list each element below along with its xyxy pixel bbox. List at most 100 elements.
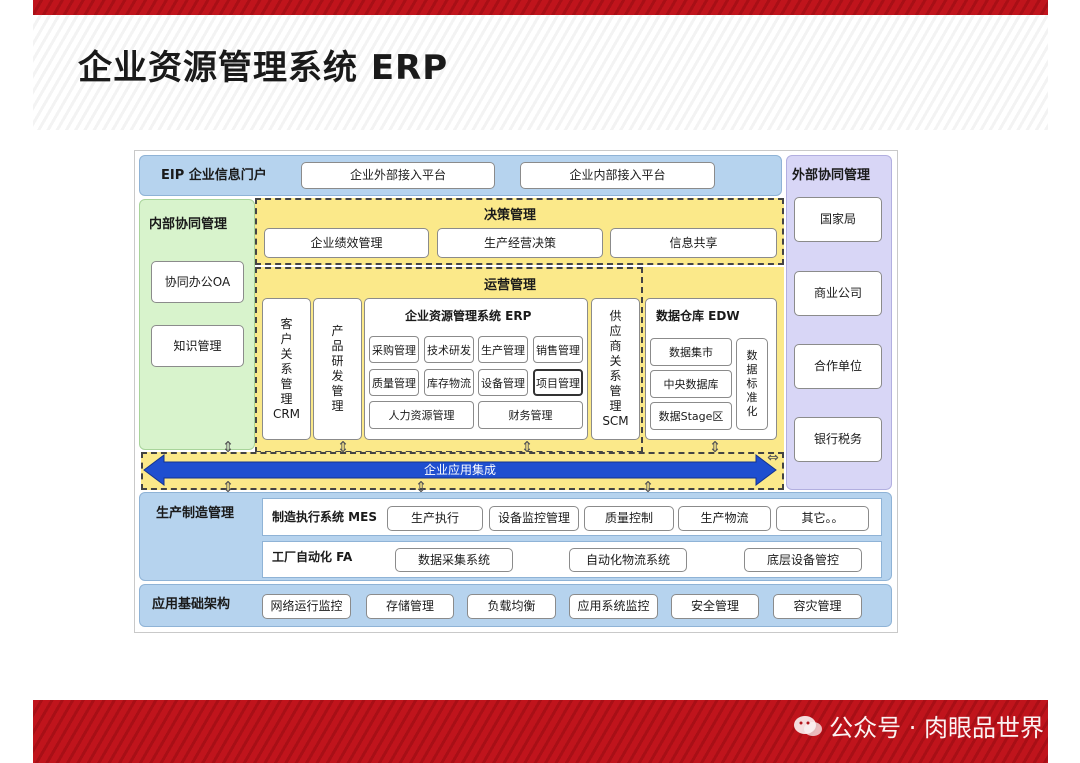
- connector-arrow-icon: ⇕: [221, 478, 235, 496]
- scm-box[interactable]: [591, 298, 640, 440]
- decision-label: 决策管理: [484, 208, 537, 223]
- pdm-text: 产 品 研 发 管 理: [313, 298, 362, 440]
- scm-char: 理: [609, 399, 622, 413]
- internal-collab-label: 内部协同管理: [149, 217, 228, 232]
- scm-char: 管: [609, 384, 622, 398]
- crm-box[interactable]: [262, 298, 311, 440]
- connector-arrow-icon: ⇕: [221, 438, 235, 456]
- fa-item-data-collection[interactable]: 数据采集系统: [395, 548, 513, 572]
- erp-item-equipment[interactable]: 设备管理: [478, 369, 528, 396]
- pdm-char: 理: [331, 399, 344, 413]
- crm-char: 关: [280, 346, 293, 361]
- connector-arrow-icon: ⇕: [708, 438, 722, 456]
- scm-char: 供: [609, 309, 622, 323]
- crm-char: 客: [280, 316, 293, 331]
- wechat-icon: [794, 715, 823, 736]
- decision-item-operation-decision[interactable]: 生产经营决策: [437, 228, 603, 258]
- pdm-char: 研: [331, 354, 344, 368]
- infra-item-security[interactable]: 安全管理: [671, 594, 759, 619]
- slide-title: 企业资源管理系统 ERP: [78, 48, 449, 88]
- erp-label: 企业资源管理系统 ERP: [405, 309, 532, 323]
- infra-label: 应用基础架构: [152, 597, 231, 612]
- erp-item-project[interactable]: 项目管理: [533, 369, 583, 396]
- integration-label: 企业应用集成: [423, 463, 496, 477]
- production-label: 生产制造管理: [156, 506, 235, 521]
- header-stripes: [33, 15, 1048, 130]
- crm-char: CRM: [272, 406, 301, 421]
- crm-char: 户: [280, 331, 293, 346]
- pdm-char: 品: [331, 339, 344, 353]
- decision-item-performance[interactable]: 企业绩效管理: [264, 228, 429, 258]
- fa-label: 工厂自动化 FA: [272, 550, 353, 564]
- scm-char: 应: [609, 324, 622, 338]
- scm-char: SCM: [602, 414, 629, 428]
- decision-item-info-sharing[interactable]: 信息共享: [610, 228, 777, 258]
- pdm-box[interactable]: [313, 298, 362, 440]
- integration-arrow-icon: [143, 454, 777, 486]
- scm-char: 商: [609, 339, 622, 353]
- scm-char: 关: [609, 354, 622, 368]
- crm-char: 系: [280, 361, 293, 376]
- operation-label: 运营管理: [484, 278, 537, 293]
- oa-box[interactable]: 协同办公OA: [151, 261, 244, 303]
- crm-char: 理: [280, 391, 293, 406]
- mes-item-quality-control[interactable]: 质量控制: [584, 506, 674, 531]
- connector-arrow-icon: ⇕: [641, 478, 655, 496]
- pdm-char: 管: [331, 384, 344, 398]
- watermark-text: 公众号 · 肉眼品世界: [829, 714, 1044, 742]
- infra-item-disaster-recovery[interactable]: 容灾管理: [773, 594, 862, 619]
- edw-item-central-db[interactable]: 中央数据库: [650, 370, 732, 398]
- erp-item-rnd[interactable]: 技术研发: [424, 336, 474, 363]
- erp-item-sales[interactable]: 销售管理: [533, 336, 583, 363]
- erp-item-finance[interactable]: 财务管理: [478, 401, 583, 429]
- fa-item-device-control[interactable]: 底层设备管控: [744, 548, 862, 572]
- mes-item-equipment-monitor[interactable]: 设备监控管理: [489, 506, 579, 531]
- erp-item-inventory[interactable]: 库存物流: [424, 369, 474, 396]
- infra-item-app-monitor[interactable]: 应用系统监控: [569, 594, 658, 619]
- fa-item-auto-logistics[interactable]: 自动化物流系统: [569, 548, 687, 572]
- external-item-commercial-company[interactable]: 商业公司: [794, 271, 882, 316]
- connector-arrow-icon: ⇕: [336, 438, 350, 456]
- external-item-partner[interactable]: 合作单位: [794, 344, 882, 389]
- internal-collab-panel: [139, 199, 255, 450]
- pdm-char: 产: [331, 324, 344, 338]
- edw-item-stage[interactable]: 数据Stage区: [650, 402, 732, 430]
- external-collab-label: 外部协同管理: [792, 168, 871, 183]
- std-char: 准: [746, 391, 758, 404]
- crm-char: 管: [280, 376, 293, 391]
- crm-text: 客 户 关 系 管 理 CRM: [262, 298, 311, 440]
- erp-item-procurement[interactable]: 采购管理: [369, 336, 419, 363]
- std-char: 化: [746, 405, 758, 418]
- connector-arrow-icon: ⇕: [520, 438, 534, 456]
- infra-item-load-balance[interactable]: 负载均衡: [467, 594, 556, 619]
- mes-item-other[interactable]: 其它。。: [776, 506, 869, 531]
- eip-internal-access[interactable]: 企业内部接入平台: [520, 162, 715, 189]
- erp-item-hr[interactable]: 人力资源管理: [369, 401, 474, 429]
- edw-label: 数据仓库 EDW: [656, 309, 740, 323]
- eip-label: EIP 企业信息门户: [161, 168, 267, 183]
- watermark: 公众号 · 肉眼品世界: [793, 708, 1044, 743]
- erp-item-quality[interactable]: 质量管理: [369, 369, 419, 396]
- connector-arrow-icon: ⇕: [414, 478, 428, 496]
- scm-text: 供 应 商 关 系 管 理 SCM: [591, 298, 640, 440]
- bottom-red-band: [33, 700, 1048, 763]
- edw-standardization-box[interactable]: [736, 338, 768, 430]
- eip-external-access[interactable]: 企业外部接入平台: [301, 162, 495, 189]
- side-arrow-icon: ⇔: [767, 450, 779, 466]
- edw-standardization-text: 数 据 标 准 化: [736, 338, 768, 430]
- edw-item-datamart[interactable]: 数据集市: [650, 338, 732, 366]
- mes-item-logistics[interactable]: 生产物流: [678, 506, 771, 531]
- pdm-char: 发: [331, 369, 344, 383]
- infra-item-network[interactable]: 网络运行监控: [262, 594, 351, 619]
- std-char: 标: [746, 377, 758, 390]
- std-char: 数: [746, 349, 758, 362]
- infra-item-storage[interactable]: 存储管理: [366, 594, 454, 619]
- erp-item-production[interactable]: 生产管理: [478, 336, 528, 363]
- mes-label: 制造执行系统 MES: [272, 510, 377, 524]
- top-red-band: [33, 0, 1048, 15]
- scm-char: 系: [609, 369, 622, 383]
- mes-item-execution[interactable]: 生产执行: [387, 506, 483, 531]
- external-item-bank-tax[interactable]: 银行税务: [794, 417, 882, 462]
- knowledge-box[interactable]: 知识管理: [151, 325, 244, 367]
- external-item-state-bureau[interactable]: 国家局: [794, 197, 882, 242]
